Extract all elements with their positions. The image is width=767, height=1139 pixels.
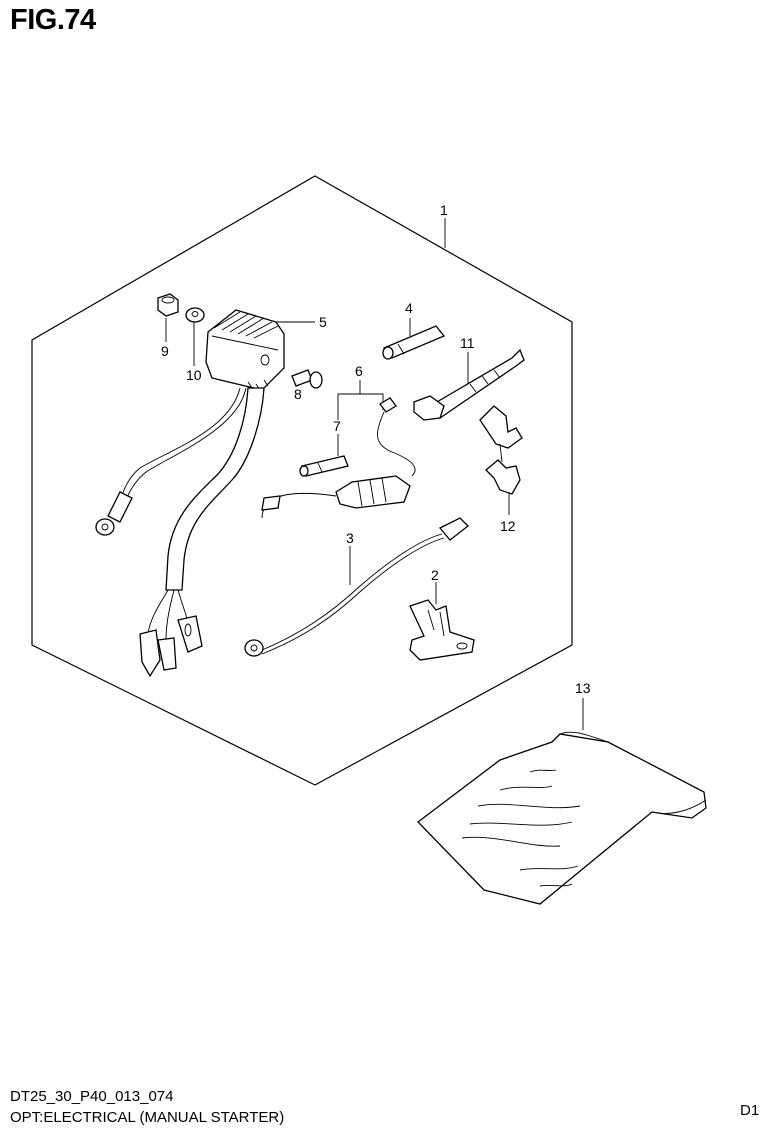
callout-labels: 1 2 3 4 5 6 7 8 9 10 11 12 13: [161, 202, 591, 696]
callout-10: 10: [186, 367, 202, 383]
manual-part-13[interactable]: [417, 731, 707, 905]
callout-11: 11: [460, 335, 475, 351]
callout-6: 6: [355, 363, 363, 379]
callout-4: 4: [405, 300, 413, 316]
clamp-part-2[interactable]: [409, 599, 475, 661]
rectifier-part-5[interactable]: [205, 309, 285, 391]
diagram-title: OPT:ELECTRICAL (MANUAL STARTER): [10, 1109, 285, 1126]
fuse-part-7[interactable]: [299, 455, 349, 477]
callout-1: 1: [440, 202, 448, 218]
kit-boundary-hexagon: [31, 175, 573, 786]
clamp-part-12[interactable]: [479, 405, 523, 495]
diagram-code: DT25_30_P40_013_074: [10, 1088, 174, 1105]
callout-12: 12: [500, 518, 516, 534]
lead-wire-part-3[interactable]: [244, 517, 469, 657]
callout-5: 5: [319, 314, 327, 330]
leader-lines: [165, 218, 584, 730]
tie-strap-part-11[interactable]: [413, 348, 525, 421]
callout-13: 13: [575, 680, 591, 696]
nut-part-9[interactable]: [157, 293, 179, 317]
callout-2: 2: [431, 567, 439, 583]
callout-7: 7: [333, 418, 341, 434]
screw-part-8[interactable]: [291, 369, 323, 389]
callout-8: 8: [294, 386, 302, 402]
washer-part-10[interactable]: [185, 307, 205, 323]
figure-title: FIG.74: [10, 4, 96, 36]
page-code: D1: [740, 1102, 760, 1119]
callout-3: 3: [346, 530, 354, 546]
callout-9: 9: [161, 343, 169, 359]
fuse-holder-assy-part-6[interactable]: [261, 397, 416, 519]
fuse-holder-part-4[interactable]: [382, 325, 446, 360]
harness-wires: [95, 387, 265, 678]
